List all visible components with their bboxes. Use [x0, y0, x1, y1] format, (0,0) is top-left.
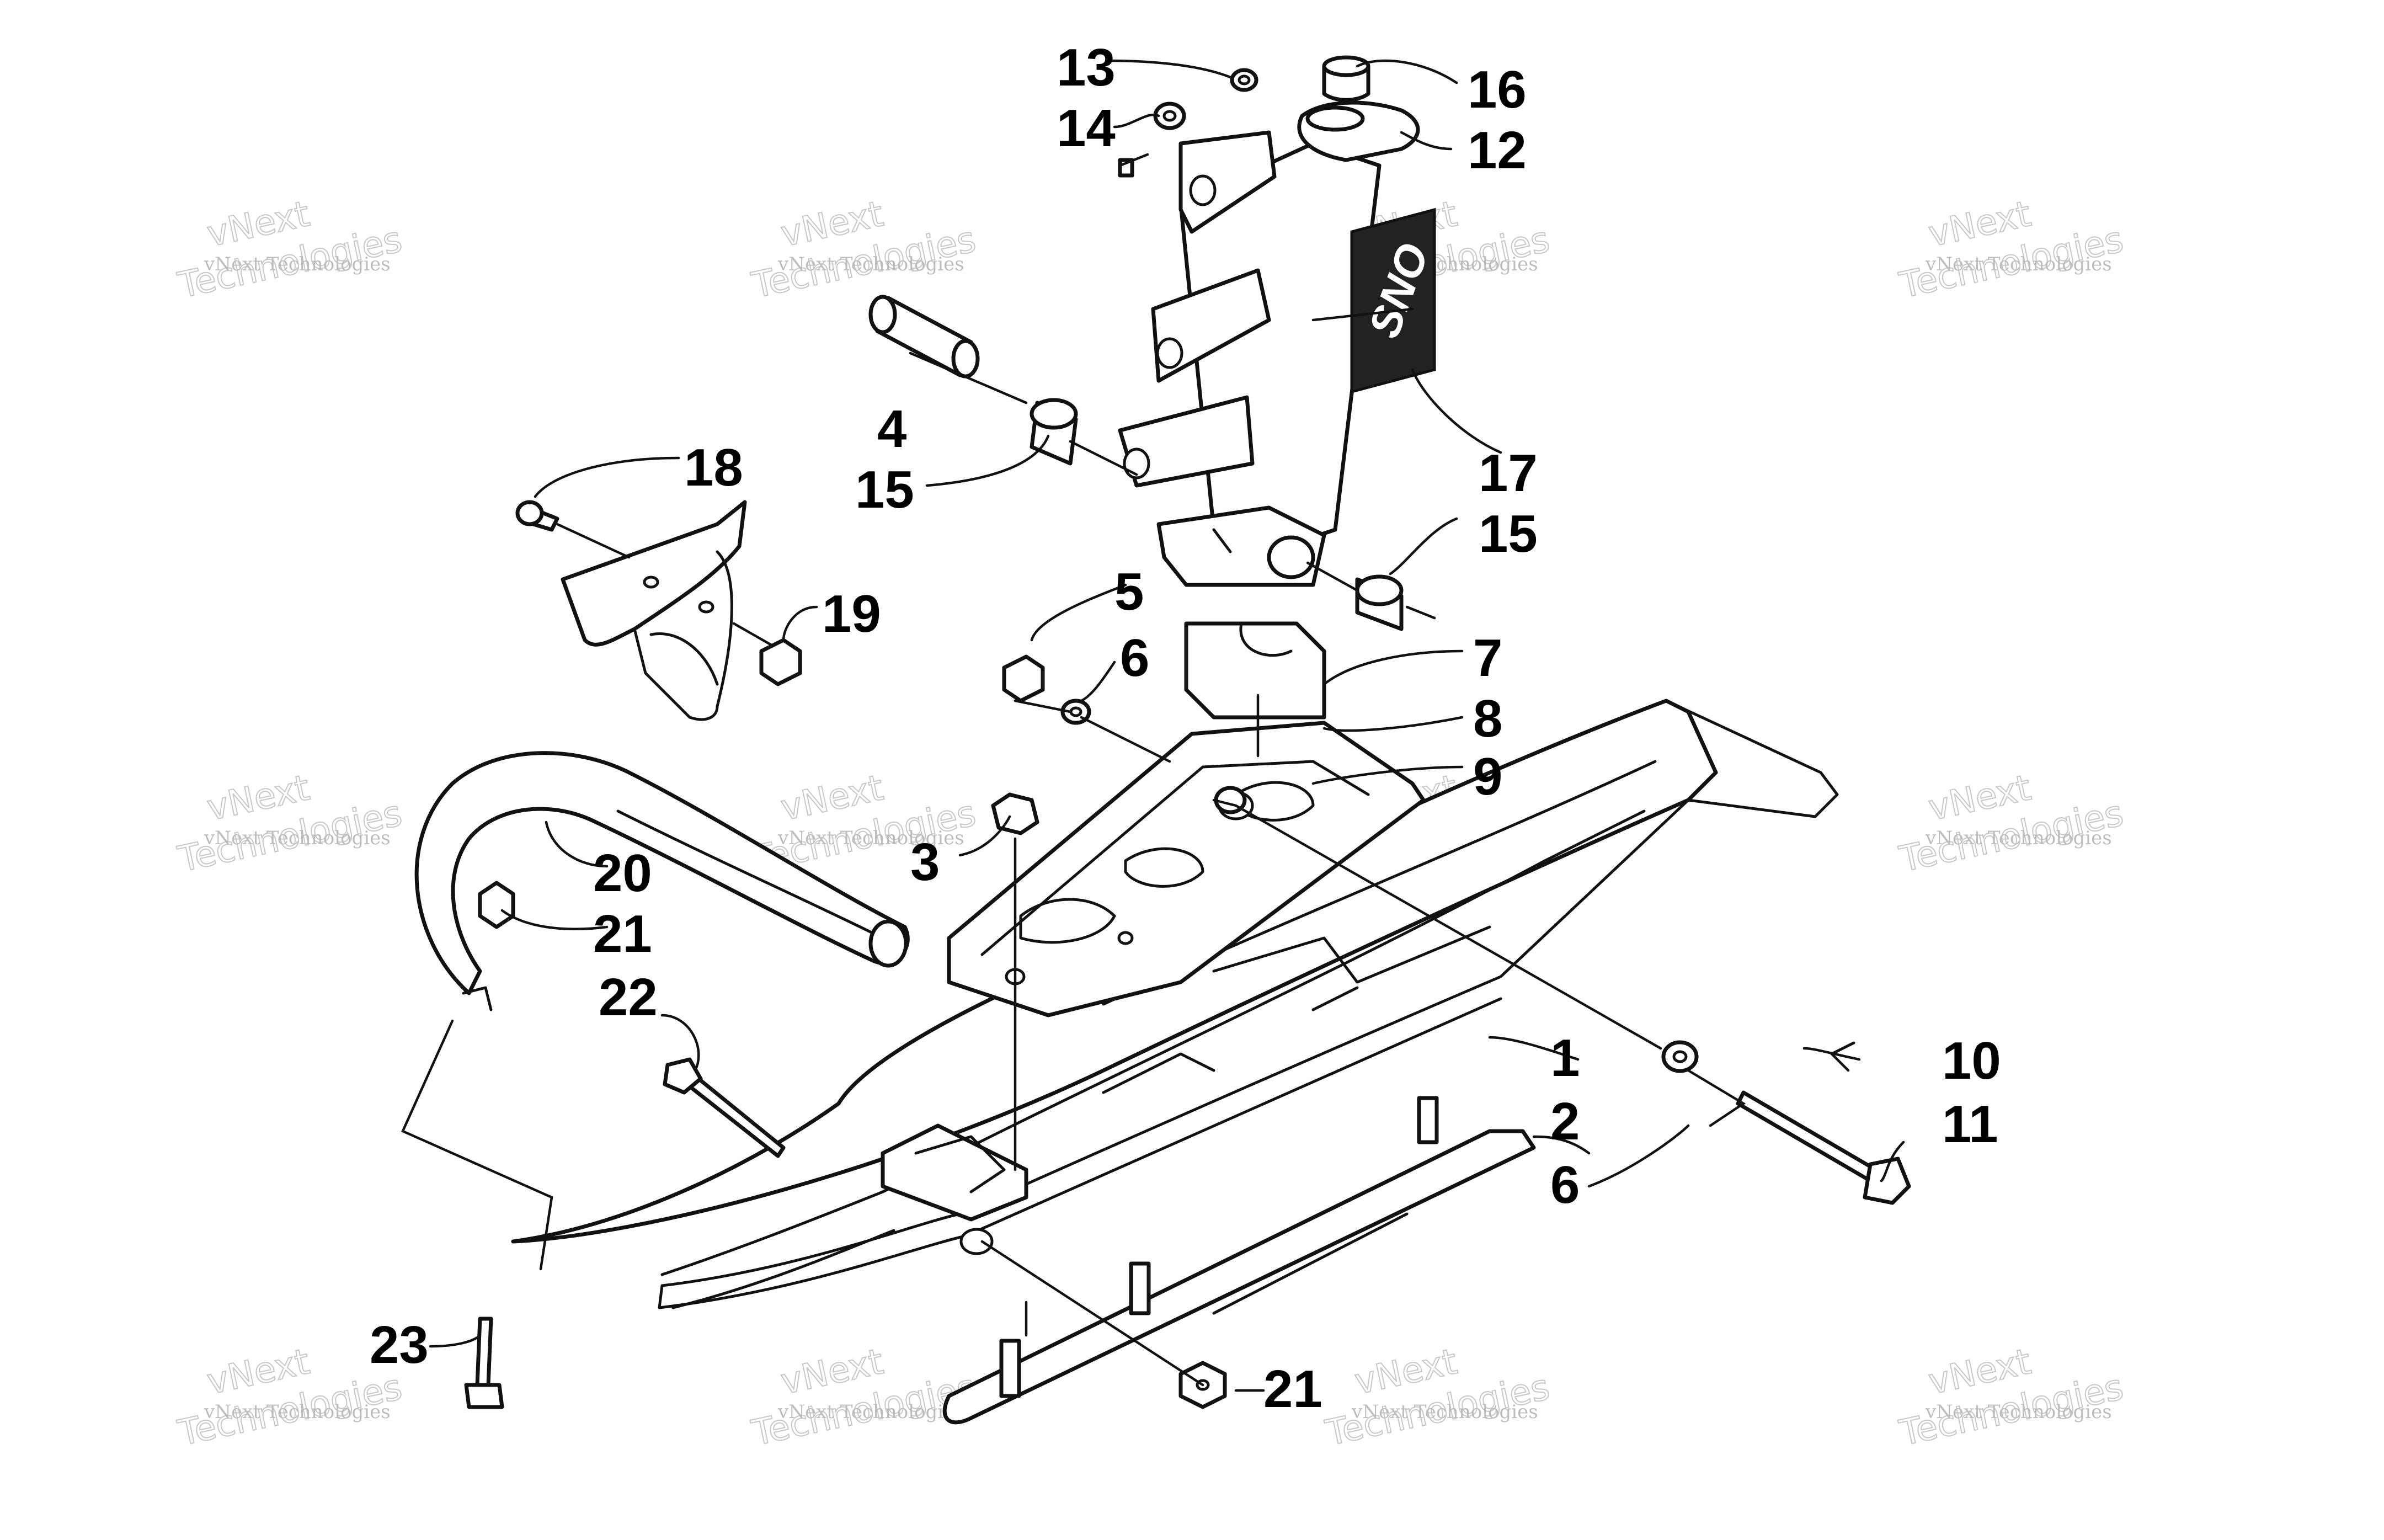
bracket: [561, 500, 747, 721]
watermark-small: vNext Technologies: [777, 253, 964, 275]
decal: [1350, 207, 1436, 394]
leader-lines: [401, 59, 1905, 1392]
watermark-small: vNext Technologies: [204, 1401, 391, 1423]
callout-13: 13: [1057, 38, 1116, 97]
callout-18: 18: [684, 438, 743, 497]
callout-7: 7: [1473, 628, 1502, 688]
callout-10: 10: [1942, 1031, 2001, 1090]
callout-22: 22: [599, 968, 658, 1027]
callout-labels: 13 14 16 12 17 15 4 15 18 19 5 6 7 8 9 3…: [370, 38, 2001, 1419]
watermark-small: vNext Technologies: [204, 253, 391, 275]
watermark-small: vNext Technologies: [1351, 1401, 1538, 1423]
callout-11: 11: [1942, 1095, 1998, 1154]
wear-bar: [942, 1096, 1536, 1425]
callout-5: 5: [1114, 562, 1144, 621]
callout-8: 8: [1473, 689, 1502, 748]
callout-1: 1: [1550, 1029, 1580, 1088]
watermark-small: vNext Technologies: [777, 827, 964, 849]
callout-17: 17: [1479, 444, 1538, 503]
callout-21-loop: 21: [593, 904, 652, 963]
ski-loop: [414, 751, 910, 1011]
callout-2: 2: [1550, 1092, 1580, 1151]
watermark-small: vNext Technologies: [1925, 1401, 2112, 1423]
callout-16: 16: [1468, 60, 1527, 119]
saddle: [947, 721, 1426, 1017]
callout-14: 14: [1057, 99, 1116, 158]
callout-6-lower: 6: [1550, 1155, 1580, 1214]
callout-9: 9: [1473, 747, 1502, 806]
callout-15-right: 15: [1479, 504, 1538, 563]
callout-3: 3: [910, 833, 940, 892]
spindle: SNO: [1118, 55, 1438, 587]
callout-15-upper: 15: [855, 460, 914, 519]
callout-19: 19: [822, 584, 881, 643]
small-parts: [464, 68, 1911, 1409]
callout-23: 23: [370, 1315, 429, 1374]
callout-21-lower: 21: [1263, 1360, 1322, 1419]
watermark-small: vNext Technologies: [204, 827, 391, 849]
callout-20: 20: [593, 844, 652, 903]
watermark-small: vNext Technologies: [1925, 827, 2112, 849]
watermark-small: vNext Technologies: [777, 1401, 964, 1423]
callout-12: 12: [1468, 121, 1527, 180]
watermark-small: vNext Technologies: [1925, 253, 2112, 275]
callout-4: 4: [877, 399, 906, 459]
callout-6-upper: 6: [1120, 628, 1149, 688]
